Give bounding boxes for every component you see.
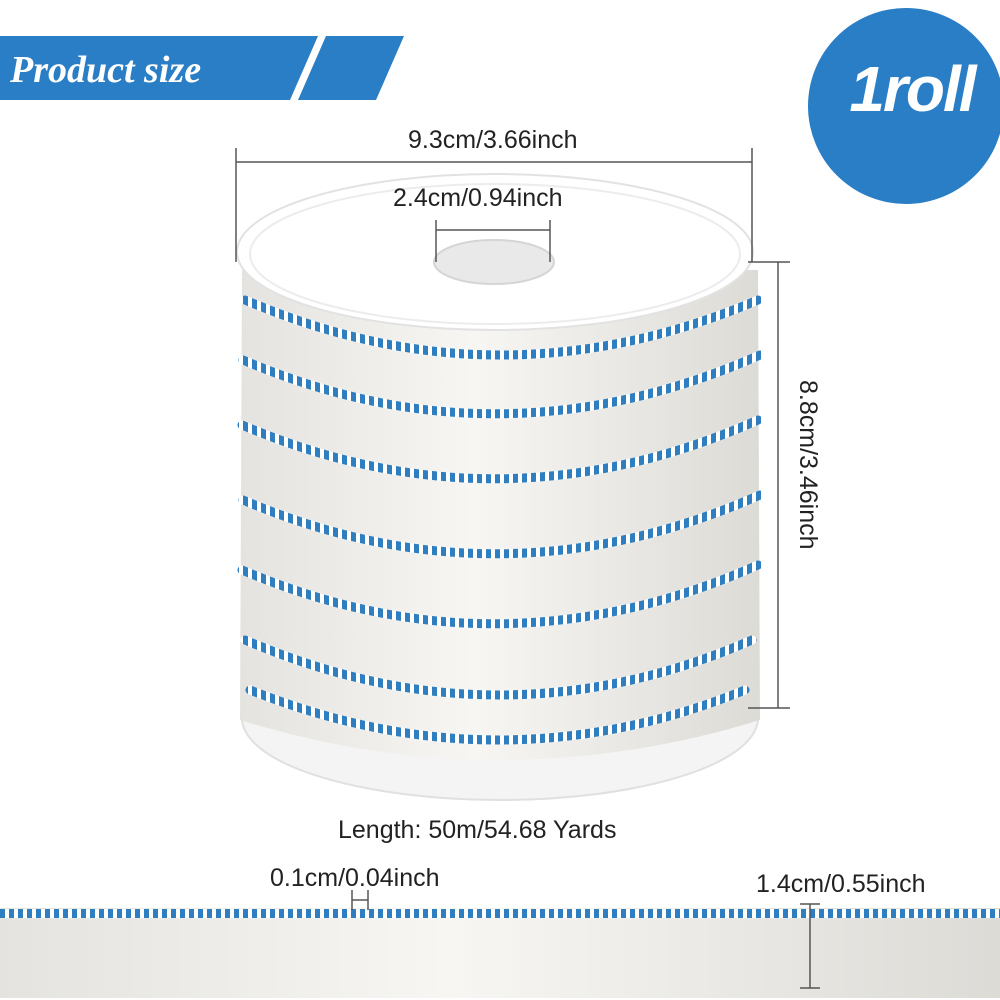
roll-count-label: 1roll (849, 53, 976, 125)
outer-diameter-label: 9.3cm/3.66inch (408, 126, 578, 154)
banner-title: Product size (10, 49, 202, 91)
ribbon-wraps (237, 295, 765, 745)
hole-diameter-line (435, 220, 551, 262)
ribbon-body (240, 270, 760, 760)
height-label: 8.8cm/3.46inch (794, 380, 822, 550)
ribbon-width-line (800, 903, 820, 989)
height-line (748, 261, 790, 709)
hole-diameter-label: 2.4cm/0.94inch (393, 184, 563, 212)
ribbon-width-label: 1.4cm/0.55inch (756, 870, 926, 898)
edge-width-line (351, 890, 369, 910)
edge-width-label: 0.1cm/0.04inch (270, 864, 440, 892)
roll-count-badge (808, 8, 1000, 204)
ribbon-sample (0, 908, 1000, 998)
product-size-banner (0, 36, 404, 100)
length-label: Length: 50m/54.68 Yards (338, 816, 617, 844)
outer-diameter-line (235, 148, 753, 262)
spool-center-hole (433, 239, 555, 285)
